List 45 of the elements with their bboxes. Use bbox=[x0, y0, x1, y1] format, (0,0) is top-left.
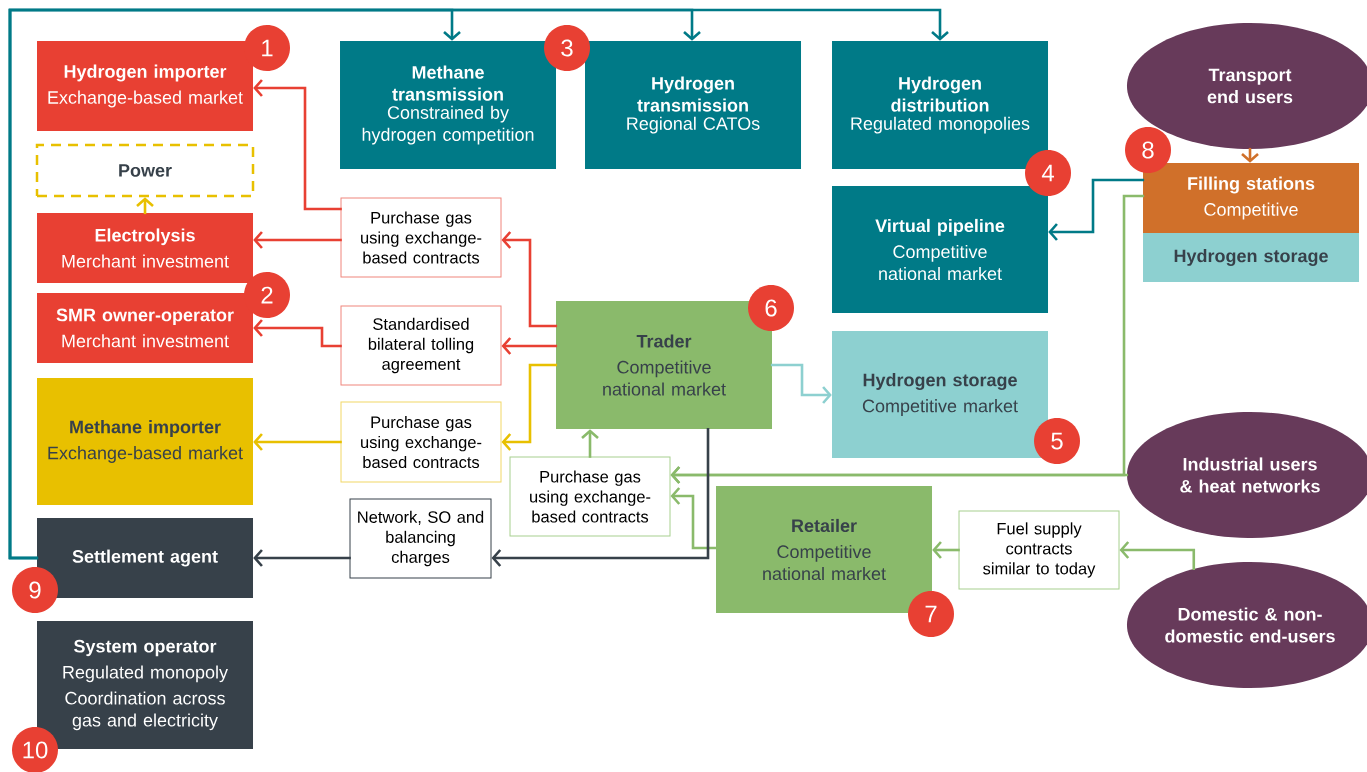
contract-box: Fuel supply contracts similar to today bbox=[958, 510, 1120, 590]
callout-number: 4 bbox=[1025, 150, 1071, 196]
market-box: Hydrogen storage bbox=[1143, 233, 1359, 282]
arrow bbox=[501, 337, 558, 355]
market-box: Hydrogen transmission Regional CATOs bbox=[585, 41, 801, 169]
arrow bbox=[253, 319, 342, 348]
callout-number: 6 bbox=[748, 285, 794, 331]
contract-box: Network, SO and balancing charges bbox=[349, 498, 492, 579]
callout-number: 3 bbox=[544, 25, 590, 71]
arrow bbox=[253, 79, 342, 211]
arrow bbox=[8, 8, 949, 560]
arrow bbox=[932, 541, 960, 559]
arrow bbox=[1119, 541, 1196, 571]
callout-number: 5 bbox=[1034, 418, 1080, 464]
market-box: Electrolysis Merchant investment bbox=[37, 213, 253, 283]
arrow bbox=[770, 363, 832, 404]
market-box: Hydrogen importer Exchange-based market bbox=[37, 41, 253, 131]
market-box: Virtual pipeline Competitive national market bbox=[832, 186, 1048, 313]
arrow bbox=[253, 433, 342, 451]
callout-number: 10 bbox=[12, 727, 58, 772]
dashed-box: Power bbox=[35, 143, 255, 198]
contract-box: Standardised bilateral tolling agreement bbox=[340, 305, 502, 386]
callout-number: 9 bbox=[12, 567, 58, 613]
callout-number: 2 bbox=[244, 272, 290, 318]
market-box: SMR owner-operator Merchant investment bbox=[37, 293, 253, 363]
market-box: Hydrogen distribution Regulated monopolies bbox=[832, 41, 1048, 169]
market-box: Methane transmission Constrained by hydrogen competition bbox=[340, 41, 556, 169]
market-box: Methane importer Exchange-based market bbox=[37, 378, 253, 505]
arrow bbox=[581, 429, 599, 458]
arrow bbox=[501, 231, 558, 328]
callout-number: 7 bbox=[908, 591, 954, 637]
contract-box: Purchase gas using exchange-based contracts bbox=[340, 197, 502, 278]
callout-number: 8 bbox=[1125, 127, 1171, 173]
market-box: Hydrogen storage Competitive market bbox=[832, 331, 1048, 458]
arrow bbox=[501, 363, 558, 451]
contract-box: Purchase gas using exchange-based contracts bbox=[340, 401, 502, 483]
market-box: Filling stations Competitive bbox=[1143, 163, 1359, 233]
callout-number: 1 bbox=[244, 25, 290, 71]
arrow bbox=[670, 194, 1145, 484]
contract-box: Purchase gas using exchange-based contracts bbox=[509, 456, 671, 537]
arrow bbox=[253, 549, 351, 567]
arrow bbox=[1048, 178, 1145, 241]
arrow bbox=[491, 427, 710, 567]
arrow bbox=[670, 487, 718, 550]
arrow bbox=[253, 231, 342, 249]
